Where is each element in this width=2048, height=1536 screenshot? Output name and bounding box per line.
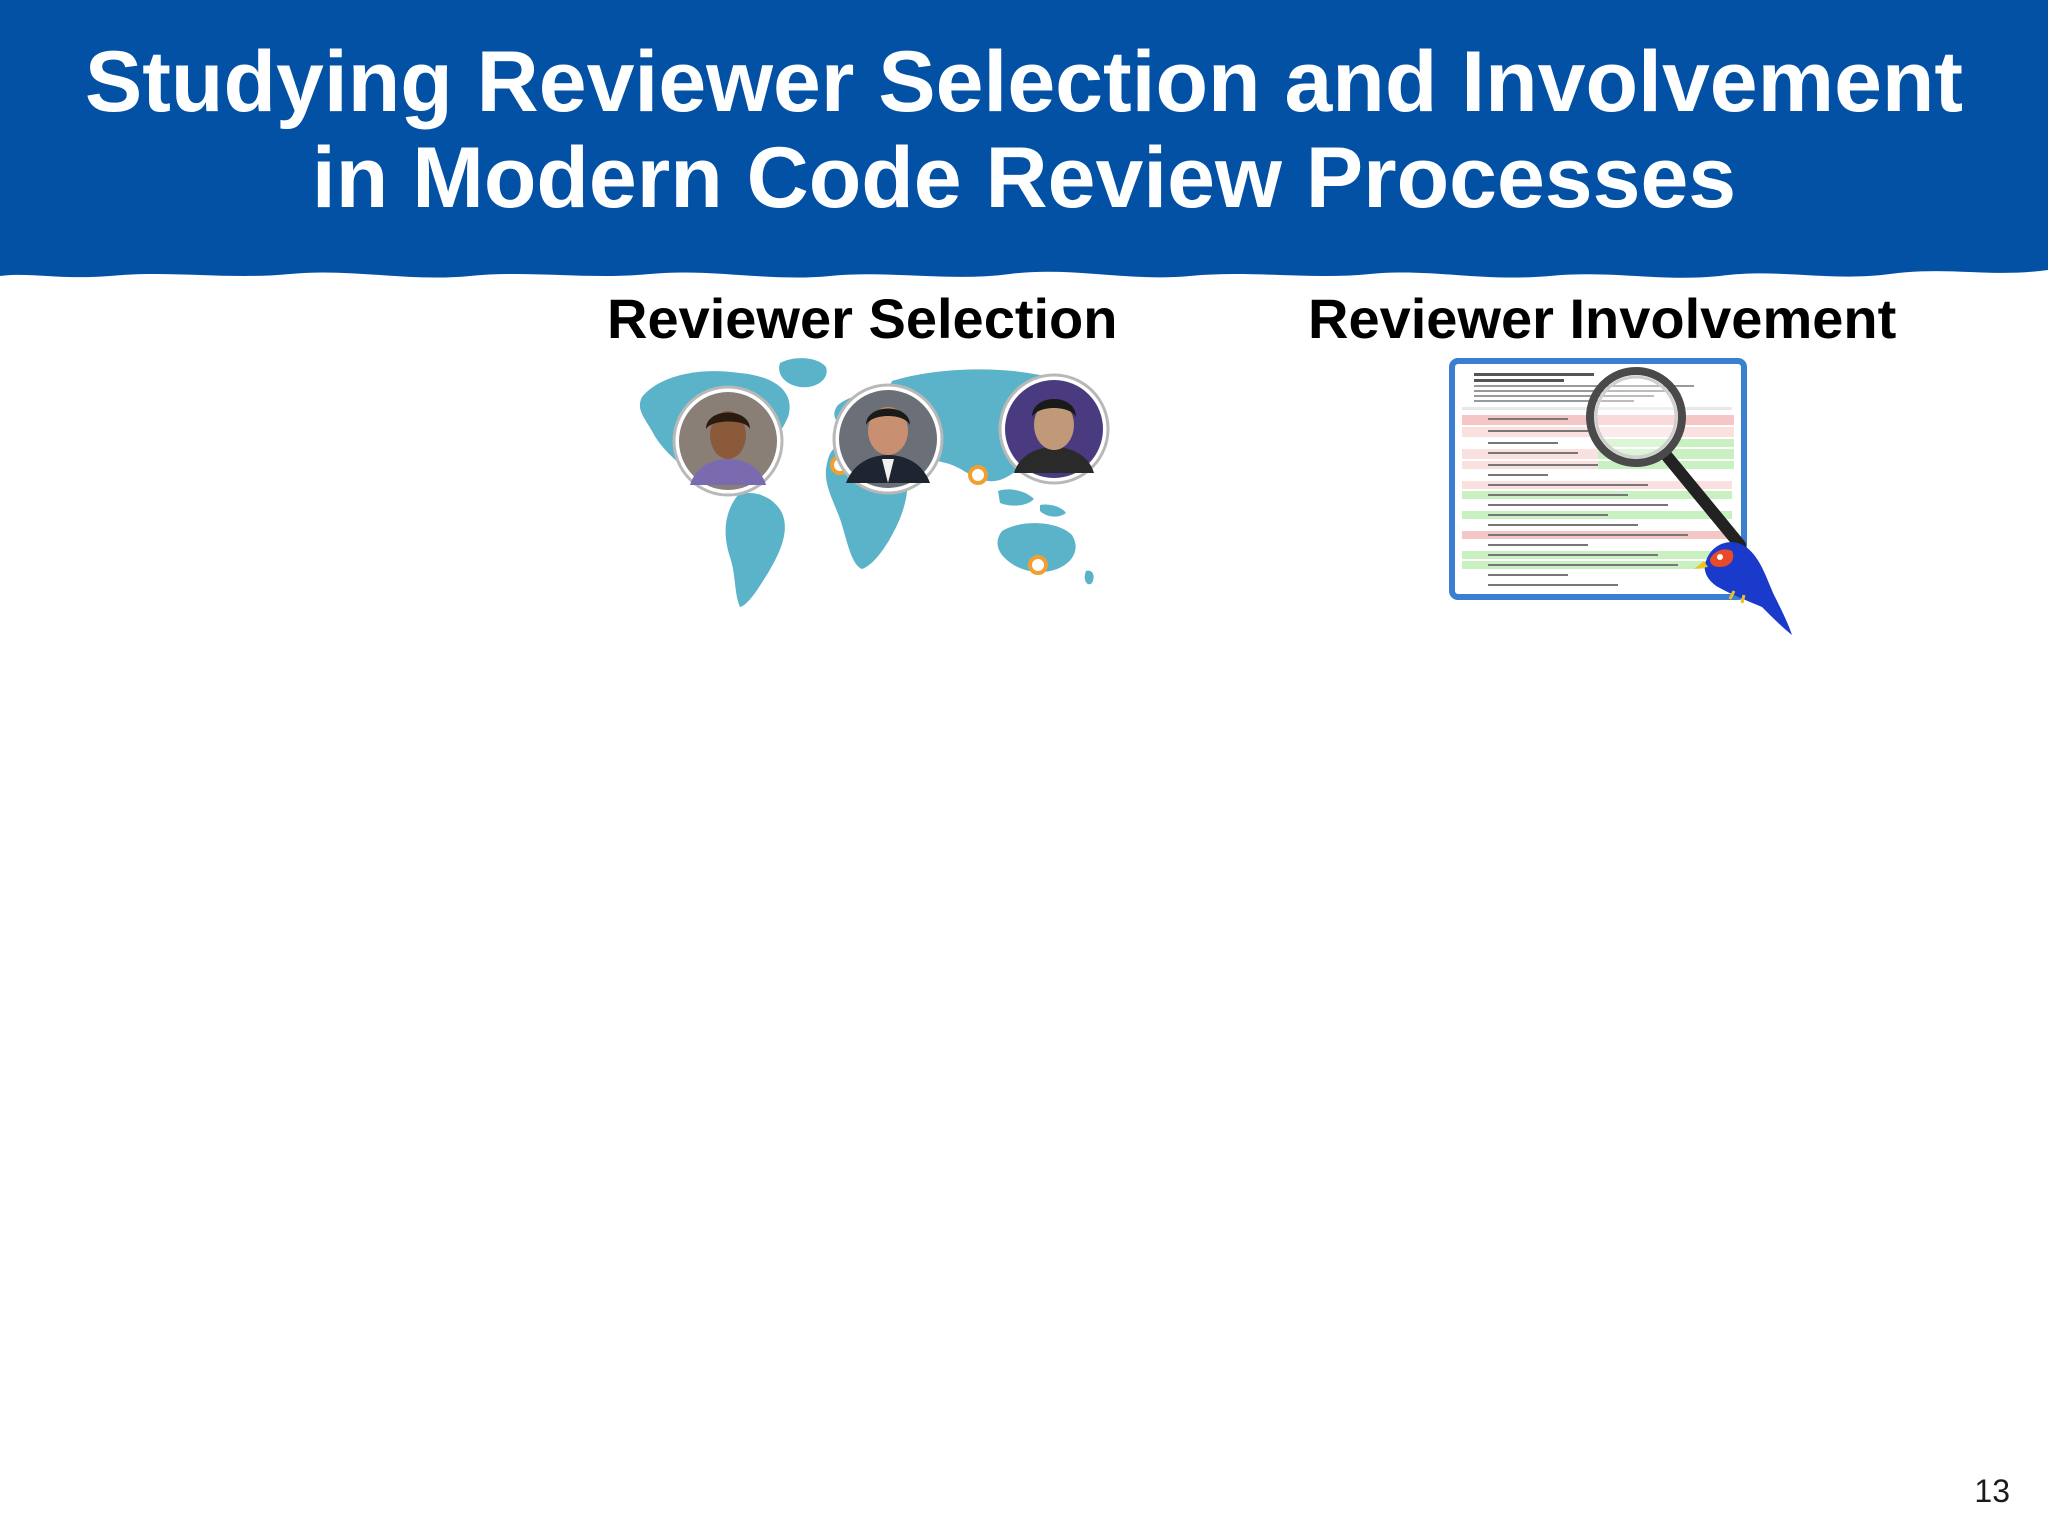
slide-title: Studying Reviewer Selection and Involvem… [0, 34, 2048, 226]
reviewer-photo-2 [832, 383, 944, 495]
location-marker-icon [1028, 555, 1048, 575]
reviewer-photo-3 [998, 373, 1110, 485]
reviewer-selection-heading: Reviewer Selection [607, 287, 1118, 350]
banner-torn-edge [0, 252, 2048, 278]
slide-title-line-1: Studying Reviewer Selection and Involvem… [84, 34, 1964, 130]
reviewer-photo-1 [672, 385, 784, 497]
slide-title-line-2: in Modern Code Review Processes [311, 130, 1737, 226]
bird-mascot-icon [1694, 542, 1792, 635]
page-number: 13 [1974, 1473, 2010, 1509]
world-map-image [639, 358, 1110, 607]
title-banner [0, 0, 2048, 270]
magnifying-glass-icon [1586, 367, 1746, 551]
code-review-diff-image [1449, 358, 1792, 635]
reviewer-involvement-heading: Reviewer Involvement [1308, 287, 1897, 350]
location-marker-icon [968, 465, 988, 485]
